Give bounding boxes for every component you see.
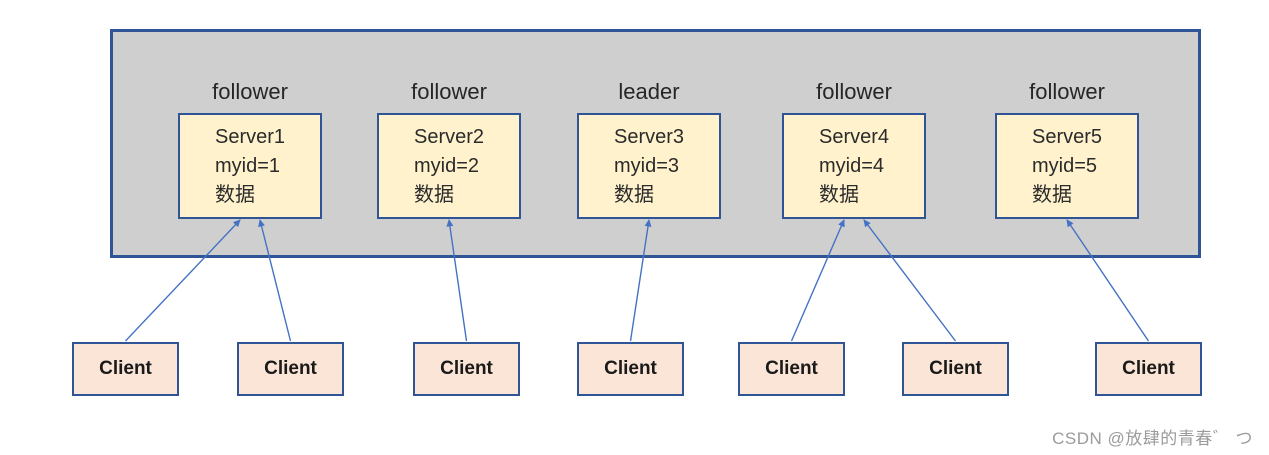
server-text: Server2 myid=2 数据 [414,123,484,210]
server-box: Server4 myid=4 数据 [782,113,926,219]
server-role-label: follower [1029,79,1105,104]
client-box: Client [738,342,845,396]
server-role-label: follower [212,79,288,104]
server-role-label: follower [411,79,487,104]
server-group-1: follower Server1 myid=1 数据 [178,78,322,219]
server-data: 数据 [214,183,255,206]
client-box: Client [72,342,179,396]
server-group-4: follower Server4 myid=4 数据 [782,78,926,219]
server-name: Server3 [613,125,685,148]
client-box: Client [902,342,1009,396]
server-text: Server1 myid=1 数据 [215,123,285,210]
server-myid: myid=2 [413,154,480,177]
server-box: Server1 myid=1 数据 [178,113,322,219]
client-box: Client [577,342,684,396]
server-text: Server5 myid=5 数据 [1032,123,1102,210]
server-data: 数据 [818,183,859,206]
server-box: Server3 myid=3 数据 [577,113,721,219]
server-data: 数据 [413,183,454,206]
client-box: Client [413,342,520,396]
server-group-5: follower Server5 myid=5 数据 [995,78,1139,219]
server-data: 数据 [613,183,654,206]
server-data: 数据 [1031,183,1072,206]
client-box: Client [237,342,344,396]
server-name: Server4 [818,125,890,148]
server-name: Server2 [413,125,485,148]
server-text: Server3 myid=3 数据 [614,123,684,210]
server-myid: myid=4 [818,154,885,177]
watermark: CSDN @放肆的青春゛ つ [1052,429,1253,448]
server-myid: myid=1 [214,154,281,177]
client-box: Client [1095,342,1202,396]
server-text: Server4 myid=4 数据 [819,123,889,210]
server-group-3: leader Server3 myid=3 数据 [577,78,721,219]
server-role-label: follower [816,79,892,104]
server-myid: myid=3 [613,154,680,177]
server-box: Server5 myid=5 数据 [995,113,1139,219]
server-name: Server5 [1031,125,1103,148]
server-group-2: follower Server2 myid=2 数据 [377,78,521,219]
server-myid: myid=5 [1031,154,1098,177]
server-name: Server1 [214,125,286,148]
server-role-label: leader [618,79,680,104]
server-box: Server2 myid=2 数据 [377,113,521,219]
